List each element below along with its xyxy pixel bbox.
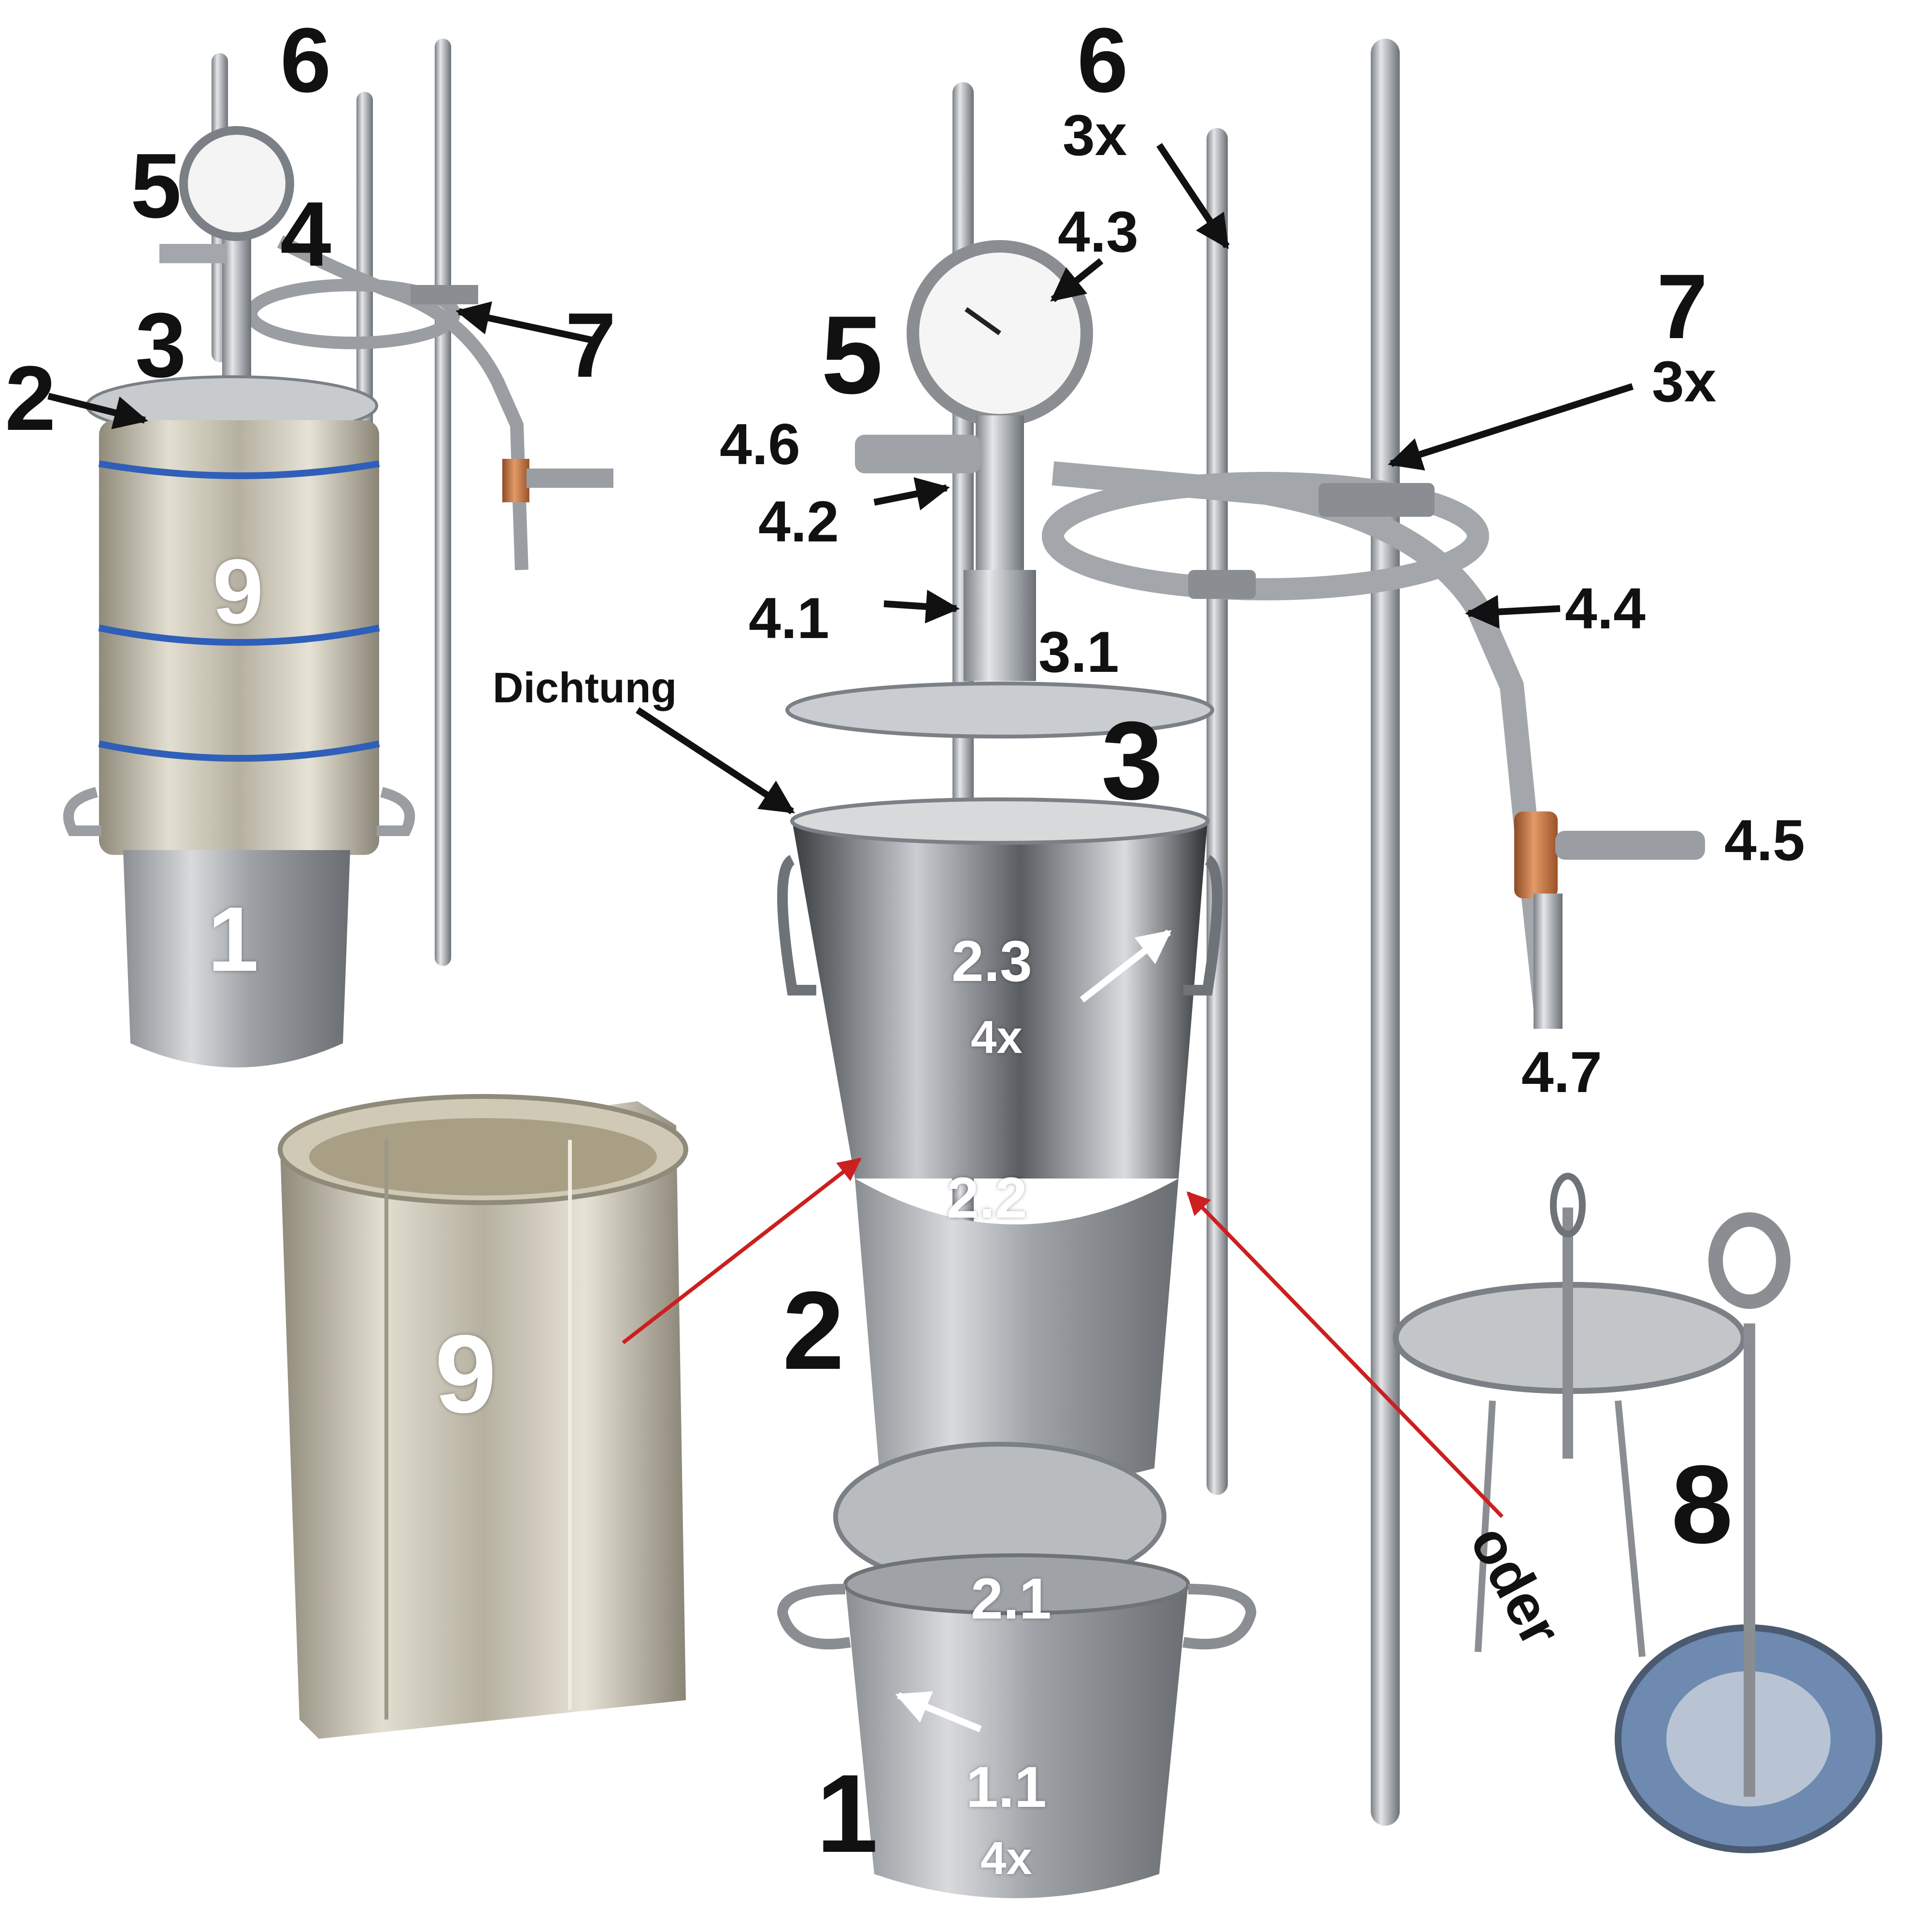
assembled-unit [63,39,613,1067]
label-left-9: 9 [213,540,264,643]
left-rod-3 [435,39,451,966]
label-left-7: 7 [565,294,616,397]
label-4-4: 4.4 [1565,576,1646,641]
outlet-pipe [1051,461,1558,1011]
pot-1 [845,1584,1188,1898]
label-2-3: 2.3 [952,929,1032,994]
vessel-upper [792,821,1208,1179]
label-left-6: 6 [280,9,331,112]
label-2-1: 2.1 [971,1566,1051,1631]
copper-tee [1514,811,1558,898]
label-1: 1 [816,1751,878,1875]
left-bottom-pot [123,850,350,1067]
left-insulated-body [99,420,379,855]
left-outlet-pipe [277,235,528,570]
clamp-2 [1188,570,1256,599]
label-dichtung: Dichtung [493,664,677,711]
label-left-4: 4 [280,183,331,285]
vessel-lower [855,1179,1179,1488]
label-3: 3 [1101,698,1163,823]
rod-6b [1207,128,1228,1495]
label-1-1-count: 4x [980,1833,1032,1884]
label-9: 9 [435,1312,497,1436]
column-4-1 [964,570,1036,681]
left-tee-outlet [526,469,613,488]
label-left-2: 2 [5,347,56,450]
left-rod-2 [356,92,373,440]
label-4-5: 4.5 [1724,808,1805,873]
label-7-count: 3x [1652,349,1717,414]
lid [785,682,1214,739]
left-side-port [159,244,227,263]
clamp-1 [1319,483,1435,517]
label-1-1: 1.1 [966,1755,1047,1819]
label-left-3: 3 [135,294,186,397]
label-4-1: 4.1 [749,586,829,651]
drip-pipe [1534,894,1563,1029]
side-port-4-6 [855,435,980,473]
label-4-3: 4.3 [1058,199,1138,264]
rod-6c [1371,39,1400,1826]
steamer-baskets [1393,1173,1882,1853]
label-left-5: 5 [130,135,182,237]
label-left-1: 1 [208,888,259,991]
exploded-view [777,39,1705,1898]
left-copper-tee [502,459,529,502]
label-6-count: 3x [1063,103,1127,168]
vessel-gasket [790,797,1209,845]
annotation-arrows [47,143,1634,1733]
label-6: 6 [1077,9,1128,112]
label-5: 5 [821,293,883,417]
left-thermometer [179,126,294,241]
label-4-2: 4.2 [758,489,839,554]
tee-outlet [1555,831,1705,860]
column-4-2 [976,415,1024,575]
label-8: 8 [1671,1442,1733,1566]
label-4-7: 4.7 [1521,1040,1602,1105]
left-clamp [411,285,478,304]
label-2-2: 2.2 [947,1165,1027,1230]
label-4-6: 4.6 [720,412,800,477]
insulation-jacket [278,1094,688,1739]
label-2-3-count: 4x [971,1011,1023,1063]
label-7: 7 [1657,256,1708,358]
label-2: 2 [782,1268,844,1392]
label-3-1: 3.1 [1038,620,1119,684]
